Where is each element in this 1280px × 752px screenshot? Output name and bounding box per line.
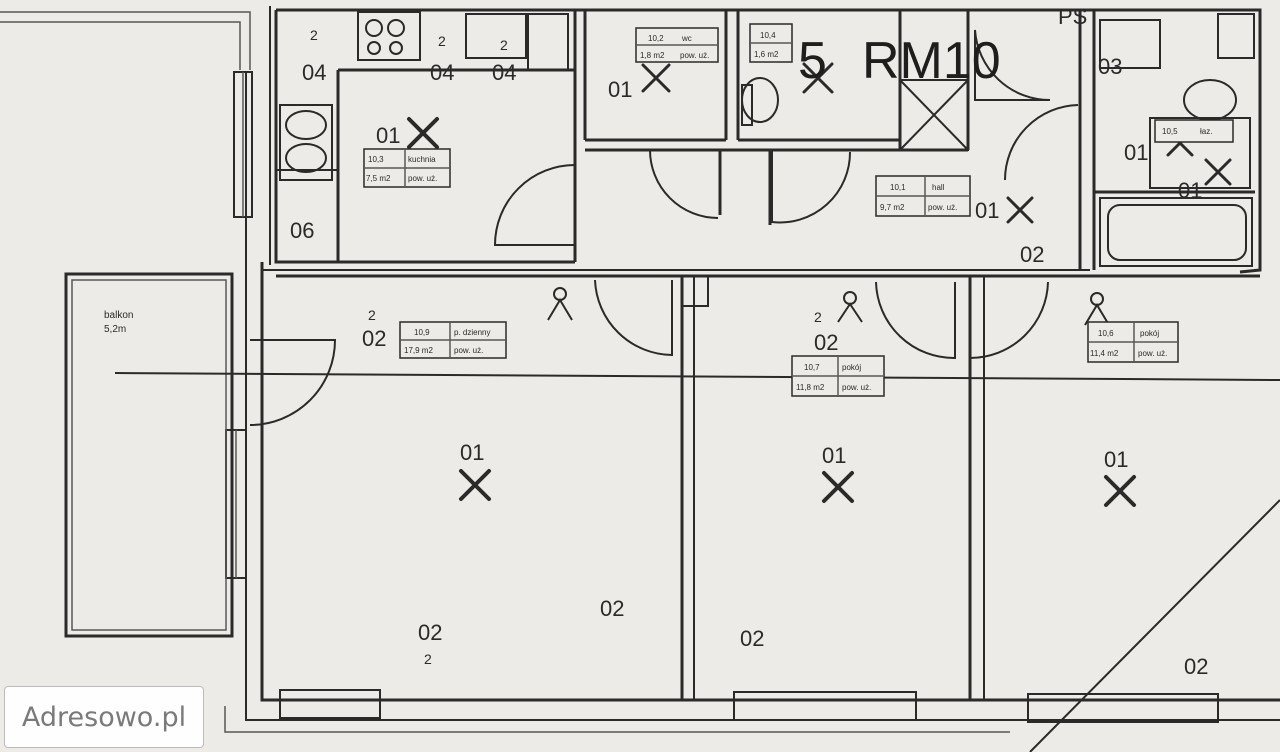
light-cross [407, 117, 439, 149]
svg-text:10,5: 10,5 [1162, 127, 1178, 136]
code-label: 06 [290, 218, 314, 243]
doors [249, 29, 1079, 426]
room-label-kitchen: 10,3 kuchnia 7,5 m2 pow. uż. [363, 148, 451, 188]
code-label: 01 [822, 443, 846, 468]
light-cross [641, 63, 671, 93]
svg-text:11,4 m2: 11,4 m2 [1090, 349, 1119, 358]
code-label: 01 [376, 123, 400, 148]
light-cross [1006, 196, 1034, 224]
svg-text:7,5 m2: 7,5 m2 [366, 174, 391, 183]
svg-text:10,6: 10,6 [1098, 329, 1114, 338]
svg-text:10,9: 10,9 [414, 328, 430, 337]
room-label-bath: 10,5 łaz. [1154, 119, 1234, 143]
svg-text:kuchnia: kuchnia [408, 155, 436, 164]
section-lines [114, 372, 1280, 752]
interior-walls [262, 10, 1260, 700]
svg-text:2: 2 [424, 651, 432, 667]
code-label: 01 [975, 198, 999, 223]
svg-text:wc: wc [681, 34, 692, 43]
svg-text:1,8 m2: 1,8 m2 [640, 51, 665, 60]
svg-text:pow. uż.: pow. uż. [408, 174, 437, 183]
code-label: 01 [1104, 447, 1128, 472]
room-label-hall: 10,1 hall 9,7 m2 pow. uż. [875, 175, 971, 217]
code-label: 02 [740, 626, 764, 651]
room-label-bath-small: 10,4 1,6 m2 [749, 23, 793, 63]
outlet-symbols [547, 287, 1110, 326]
code-label: 04 [492, 60, 516, 85]
svg-text:2: 2 [368, 307, 376, 323]
svg-text:pow. uż.: pow. uż. [842, 383, 871, 392]
light-markers [407, 62, 1232, 507]
room-label-room1: 10,7 pokój 11,8 m2 pow. uż. [791, 355, 885, 397]
svg-text:2: 2 [500, 37, 508, 53]
svg-text:9,7 m2: 9,7 m2 [880, 203, 905, 212]
balcony [64, 272, 234, 638]
svg-text:2: 2 [814, 309, 822, 325]
balcony-name: balkon [104, 310, 133, 321]
exterior-walls [0, 6, 1280, 733]
unit-prefix: 5 [798, 32, 827, 90]
room-label-room2: 10,6 pokój 11,4 m2 pow. uż. [1087, 321, 1179, 363]
room-label-living: 10,9 p. dzienny 17,9 m2 pow. uż. [399, 321, 507, 359]
svg-text:p. dzienny: p. dzienny [454, 328, 490, 337]
light-cross [459, 469, 491, 501]
code-label: 01 [1178, 178, 1202, 203]
svg-text:10,3: 10,3 [368, 155, 384, 164]
code-label: 02 [600, 596, 624, 621]
svg-text:10,1: 10,1 [890, 183, 906, 192]
svg-text:pow. uż.: pow. uż. [1138, 349, 1167, 358]
svg-text:11,8 m2: 11,8 m2 [796, 383, 825, 392]
code-label: 02 [1020, 242, 1044, 267]
svg-text:pow. uż.: pow. uż. [454, 346, 483, 355]
light-cross [822, 471, 854, 503]
svg-text:hall: hall [932, 183, 945, 192]
fixtures [279, 11, 1255, 267]
windows-bottom [279, 689, 1219, 723]
window-left [225, 71, 253, 579]
code-label: 04 [430, 60, 454, 85]
code-label: 01 [460, 440, 484, 465]
code-label: 02 [1184, 654, 1208, 679]
light-cross [1104, 475, 1136, 507]
svg-text:10,4: 10,4 [760, 31, 776, 40]
svg-text:1,6 m2: 1,6 m2 [754, 50, 779, 59]
code-label: 02 [418, 620, 442, 645]
svg-text:17,9 m2: 17,9 m2 [404, 346, 433, 355]
svg-text:pow. uż.: pow. uż. [928, 203, 957, 212]
svg-text:10,7: 10,7 [804, 363, 820, 372]
code-label: 02 [362, 326, 386, 351]
svg-text:2: 2 [310, 27, 318, 43]
circuit-codes: 01 01 01 01 01 01 01 01 02 02 02 02 02 0… [290, 27, 1208, 679]
code-label: 01 [1124, 140, 1148, 165]
svg-text:pokój: pokój [1140, 329, 1159, 338]
svg-text:pokój: pokój [842, 363, 861, 372]
code-label: 02 [814, 330, 838, 355]
ps-label: PS [1058, 4, 1087, 29]
code-label: 03 [1098, 54, 1122, 79]
watermark-badge: Adresowo.pl [4, 686, 204, 748]
balcony-area: 5,2m [104, 324, 126, 335]
room-label-wc: 10,2 wc 1,8 m2 pow. uż. [635, 27, 719, 63]
code-label: 01 [608, 77, 632, 102]
svg-text:łaz.: łaz. [1200, 127, 1212, 136]
light-cross [802, 62, 834, 94]
code-label: 04 [302, 60, 326, 85]
svg-text:2: 2 [438, 33, 446, 49]
light-cross [1204, 158, 1232, 186]
unit-label: RM10 [862, 32, 1001, 90]
svg-text:pow. uż.: pow. uż. [680, 51, 709, 60]
svg-text:10,2: 10,2 [648, 34, 664, 43]
